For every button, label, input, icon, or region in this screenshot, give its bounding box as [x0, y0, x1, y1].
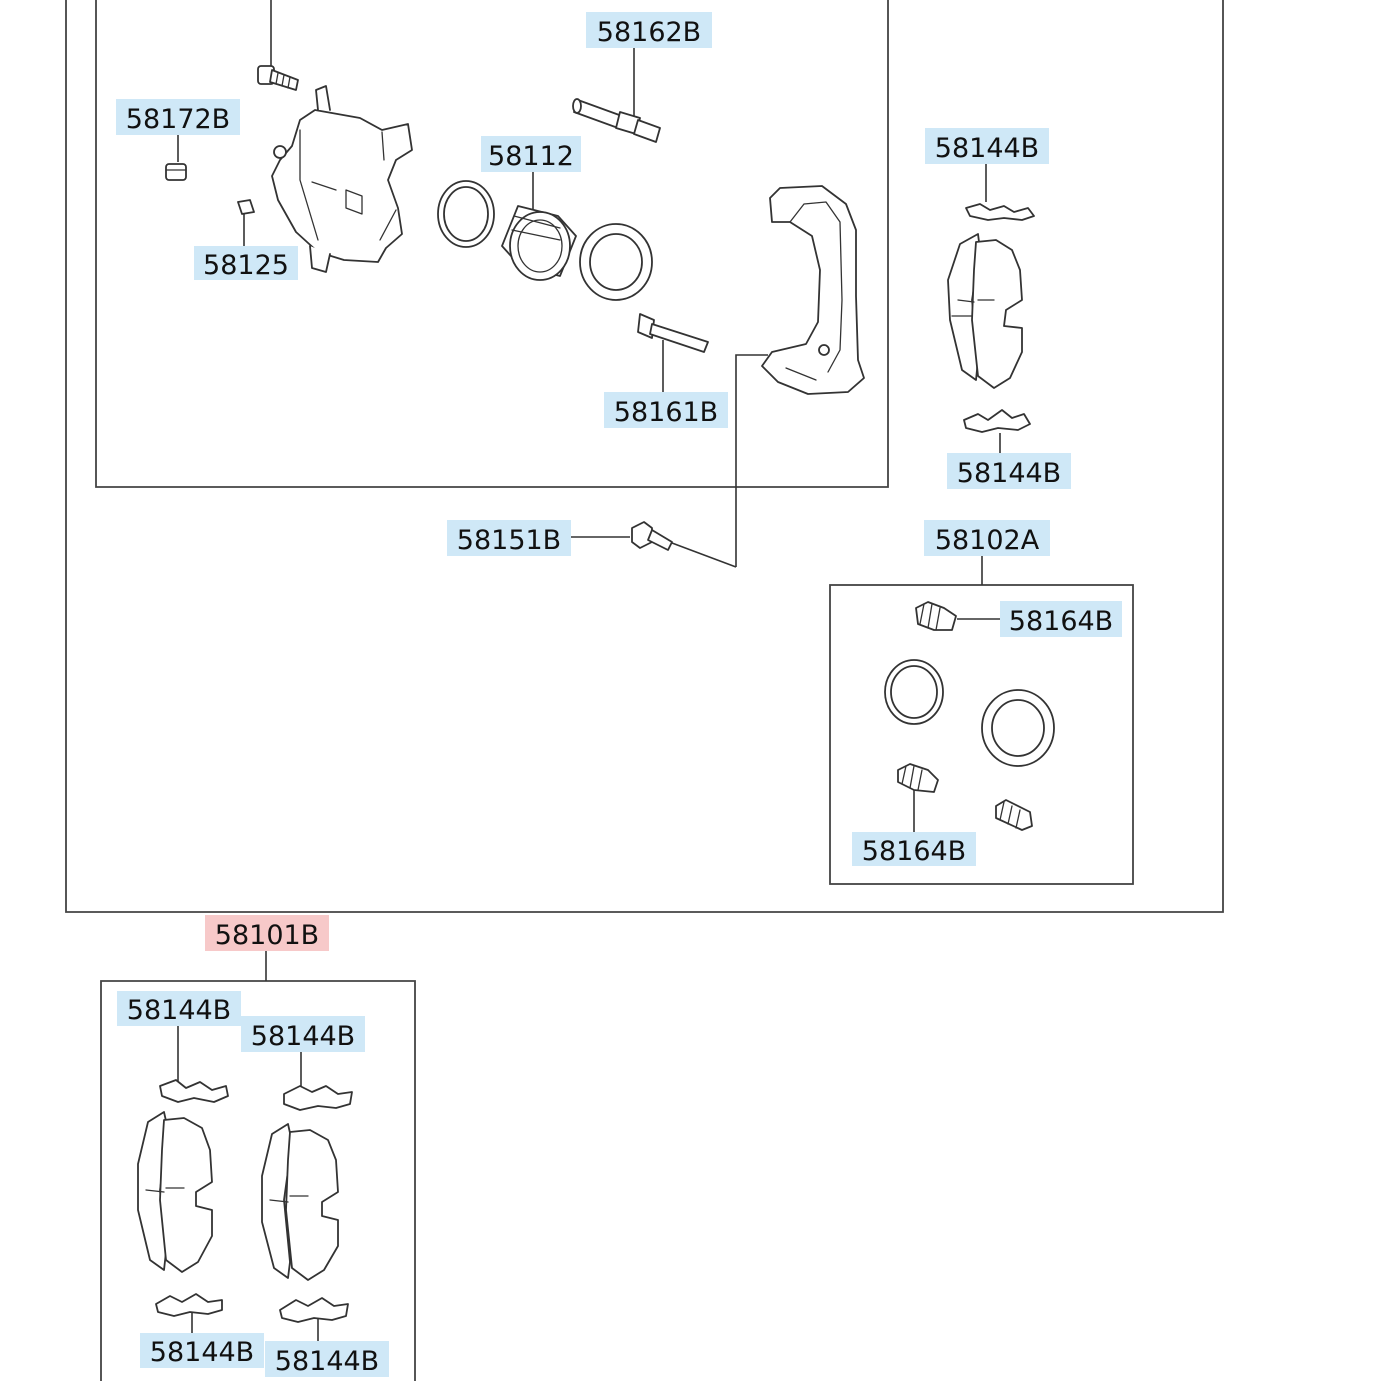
anti-rattle-clip-upper-icon	[965, 203, 1035, 221]
label-text: 58144B	[127, 995, 231, 1026]
label-text: 58144B	[957, 458, 1061, 489]
seal-ring-icon	[884, 659, 944, 725]
part-label-58151B[interactable]: 58151B	[447, 520, 571, 556]
part-label-58164B-lower[interactable]: 58164B	[852, 832, 976, 867]
pad-kit-frame	[100, 980, 416, 1381]
label-text: 58102A	[935, 525, 1040, 556]
pin-boot-upper-icon	[915, 601, 957, 631]
label-text: 58162B	[597, 17, 701, 48]
label-highlight	[481, 136, 581, 172]
label-text: 58101B	[215, 920, 319, 951]
part-label-58172B[interactable]: 58172B	[116, 99, 240, 135]
label-highlight	[117, 991, 241, 1026]
label-highlight	[924, 520, 1050, 556]
part-label-58162B[interactable]: 58162B	[586, 12, 712, 48]
kit-clip-2-icon	[283, 1085, 353, 1111]
label-text: 58151B	[457, 525, 561, 556]
label-highlight	[586, 12, 712, 48]
outer-assembly-frame	[65, 0, 1224, 913]
guide-pin-upper-icon	[572, 98, 661, 143]
piston-seal-ring-icon	[437, 180, 495, 248]
label-text: 58164B	[862, 836, 966, 867]
label-highlight	[194, 246, 298, 280]
label-text: 58161B	[614, 397, 718, 428]
label-text: 58144B	[275, 1346, 379, 1377]
label-text: 58144B	[251, 1021, 355, 1052]
label-text: 58172B	[126, 104, 230, 135]
label-highlight	[1000, 601, 1122, 637]
dust-boot-icon	[579, 223, 653, 301]
label-text: 58164B	[1009, 606, 1113, 637]
part-label-58164B-upper[interactable]: 58164B	[1000, 601, 1122, 637]
part-label-58144B-upper[interactable]: 58144B	[925, 128, 1049, 164]
label-highlight	[140, 1333, 264, 1368]
bleeder-bolt-icon	[257, 65, 299, 91]
bleeder-cap-icon	[237, 199, 255, 215]
part-label-58161B[interactable]: 58161B	[604, 392, 728, 428]
brake-pad-pair-right-icon	[947, 233, 1023, 389]
part-label-58144B-lower[interactable]: 58144B	[947, 453, 1071, 489]
caliper-carrier-icon	[761, 185, 865, 395]
label-text: 58144B	[935, 133, 1039, 164]
part-label-58102A[interactable]: 58102A	[924, 520, 1050, 556]
label-highlight	[947, 453, 1071, 489]
label-text: 58144B	[150, 1337, 254, 1368]
part-label-58144B-kit-3[interactable]: 58144B	[140, 1333, 264, 1368]
label-highlight-selected	[205, 915, 329, 951]
sleeve-icon	[995, 799, 1033, 831]
piston-boot-icon	[981, 689, 1055, 767]
kit-clip-3-icon	[155, 1293, 223, 1317]
label-highlight	[925, 128, 1049, 164]
piston-icon	[501, 205, 577, 281]
leader-lines	[177, 0, 1001, 1341]
pin-boot-lower-icon	[897, 763, 939, 793]
kit-clip-4-icon	[279, 1297, 349, 1323]
anti-rattle-clip-lower-icon	[963, 409, 1031, 433]
part-label-58144B-kit-2[interactable]: 58144B	[241, 1016, 365, 1052]
dust-cap-icon	[165, 163, 187, 181]
label-highlight	[604, 392, 728, 428]
part-label-58144B-kit-1[interactable]: 58144B	[117, 991, 241, 1026]
guide-pin-lower-icon	[637, 313, 709, 353]
label-highlight	[265, 1341, 389, 1377]
kit-brake-pad-left-icon	[137, 1111, 213, 1273]
part-label-58101B-selected[interactable]: 58101B	[205, 915, 329, 951]
kit-brake-pad-right-icon	[261, 1123, 339, 1281]
caliper-assembly-frame	[95, 0, 889, 488]
label-highlight	[241, 1016, 365, 1052]
mounting-bolt-icon	[631, 521, 673, 551]
label-highlight	[447, 520, 571, 556]
caliper-body-icon	[271, 85, 413, 273]
label-highlight	[116, 99, 240, 135]
label-text: 58125	[203, 250, 289, 281]
kit-clip-1-icon	[159, 1079, 229, 1103]
part-label-58125[interactable]: 58125	[194, 246, 298, 281]
label-highlight	[852, 832, 976, 866]
part-label-58112[interactable]: 58112	[481, 136, 581, 172]
part-label-58144B-kit-4[interactable]: 58144B	[265, 1341, 389, 1377]
label-text: 58112	[488, 141, 574, 172]
